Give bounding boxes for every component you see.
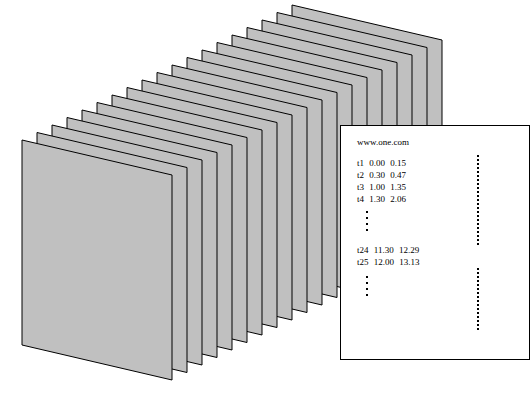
video-frame	[22, 140, 172, 380]
url-heading: www.one.com	[357, 137, 409, 148]
time-row: t24 11.30 12.29	[357, 245, 419, 256]
document-box: www.one.com t1 0.00 0.15t2 0.30 0.47t3 1.…	[340, 125, 530, 360]
dotted-column	[477, 268, 479, 330]
time-row: t2 0.30 0.47	[357, 170, 406, 181]
dotted-column	[477, 155, 479, 245]
document-ground	[340, 125, 530, 360]
time-row: t1 0.00 0.15	[357, 158, 406, 169]
time-row: t25 12.00 13.13	[357, 257, 420, 268]
time-row: t3 1.00 1.35	[357, 182, 406, 193]
time-row: t4 1.30 2.06	[357, 194, 406, 205]
